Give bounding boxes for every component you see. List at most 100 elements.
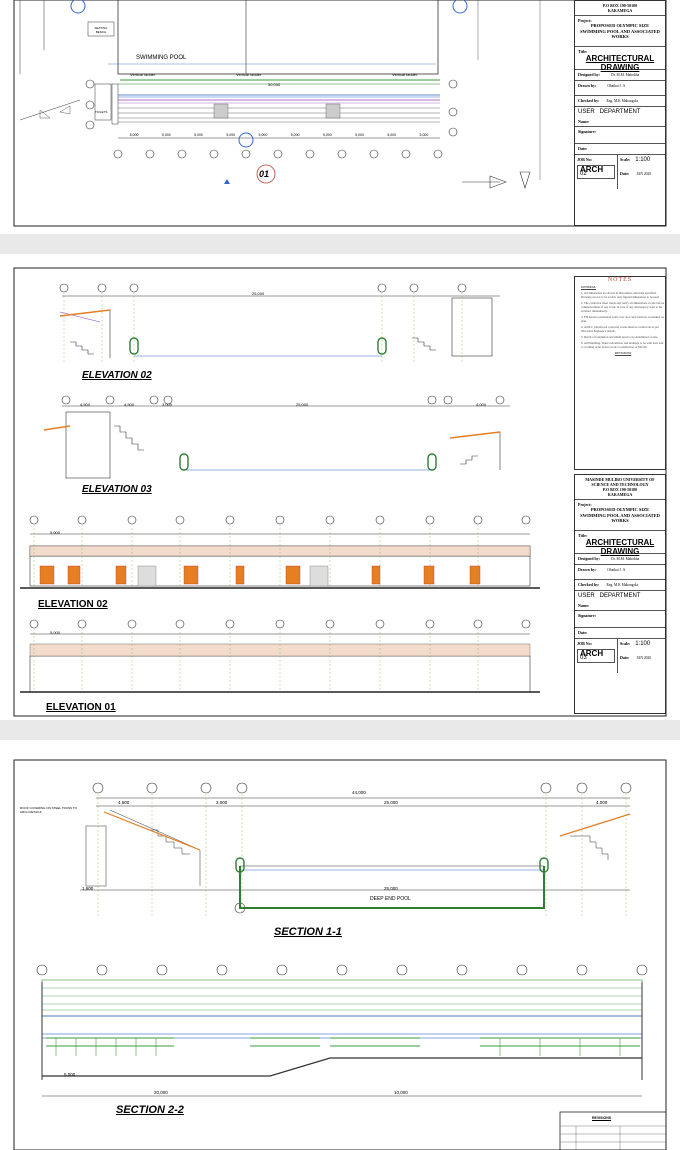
ladder-label-2: Vertical ladder	[236, 72, 262, 77]
scale-value: 1:100	[635, 157, 651, 163]
department-label: DEPARTMENT	[599, 109, 641, 115]
date-field-label: Date:	[620, 171, 630, 176]
room-label-seating: SEATING BENCH	[94, 26, 108, 34]
dim-4500-b: 4,500	[124, 402, 135, 407]
drawing-title: ARCHITECTURAL DRAWING	[585, 538, 655, 556]
project-name: PROPOSED OLYMPIC SIZE SWIMMING POOL AND …	[580, 23, 660, 39]
user-label: USER	[578, 109, 595, 115]
dim-3000: 3,000	[162, 402, 173, 407]
dim-1600: 1,600	[82, 886, 94, 891]
notes-block: NOTES GENERAL 1. All dimensions are show…	[574, 276, 666, 470]
scale-label: Scale:	[620, 641, 631, 646]
notes-subtitle: GENERAL	[581, 285, 596, 289]
designed-by: Dr. M.M. Makokha	[611, 73, 640, 77]
sheet-code: ARCH	[580, 165, 604, 174]
designed-by-label: Designed by:	[578, 556, 601, 561]
dim-4500-top: 4,500	[118, 800, 130, 805]
revisions-title: REVISIONS	[592, 1116, 612, 1120]
drawing-sheet-2: 25,000 25,000 4,500 4,500 3,000 4,000 5,…	[0, 254, 680, 720]
dim-25000-a: 25,000	[252, 291, 265, 296]
pool-label: SWIMMING POOL	[136, 55, 187, 61]
sections-drawing	[13, 759, 667, 1150]
elevation-label-02: ELEVATION 02	[38, 599, 108, 610]
scale-value: 1:100	[635, 641, 651, 647]
project-label: Project:	[578, 502, 592, 507]
deep-end-label: DEEP END POOL	[370, 896, 411, 902]
title-block-sheet-1: P.O BOX 190-50100 KAKAMEGA Project: PROP…	[574, 0, 666, 226]
dim-4: 5,000	[226, 133, 236, 137]
scale-label: Scale:	[620, 157, 631, 162]
date-field-label: Date:	[620, 655, 630, 660]
room-label-toilets: TOILETS	[95, 110, 108, 114]
dim-1: 5,000	[129, 133, 139, 137]
title-label: Title:	[578, 533, 588, 538]
project-name: PROPOSED OLYMPIC SIZE SWIMMING POOL AND …	[580, 507, 660, 523]
date-label: Date:	[578, 630, 588, 635]
dim-3000-top: 3,000	[216, 800, 228, 805]
ladder-label-3: Vertical ladder	[392, 72, 418, 77]
dim-5000: 5,000	[64, 1072, 76, 1077]
dim-4000: 4,000	[476, 402, 487, 407]
dimension-50000: 50,000	[268, 82, 281, 87]
dim-25000-b: 25,000	[296, 402, 309, 407]
dim-5: 5,000	[258, 133, 268, 137]
name-label: Name:	[578, 119, 590, 124]
dim-6: 5,000	[290, 133, 300, 137]
address: P.O BOX 190-50100	[602, 487, 638, 492]
note-2: 2. The contractor must check and verify …	[581, 301, 665, 313]
roof-note: ROOF COVERING ON STEEL TRUSS TO ARCH DET…	[20, 806, 77, 814]
department-label: DEPARTMENT	[599, 593, 641, 599]
dimension-row: 5,000 5,000 5,000 5,000 5,000 5,000 5,00…	[118, 133, 440, 137]
signature-label: Signature:	[578, 129, 596, 134]
drawn-by-label: Drawn by:	[578, 567, 597, 572]
sheet-number: 02	[580, 171, 587, 177]
section-label-1-1: SECTION 1-1	[274, 926, 342, 938]
drawing-sheet-3: 44,000 25,000 25,000 4,500 3,000 4,000 1…	[0, 740, 680, 1150]
dim-10: 5,000	[419, 133, 429, 137]
dim-20000: 20,000	[154, 1090, 168, 1095]
title-label: Title:	[578, 49, 588, 54]
section-label-2-2: SECTION 2-2	[116, 1104, 184, 1116]
sheet-number: 03	[580, 655, 587, 661]
note-1: 1. All dimensions are shown in mm unless…	[581, 291, 660, 299]
note-4: 4. All R.C (reinforced concrete) works m…	[581, 325, 659, 333]
sheet-code: ARCH	[580, 649, 604, 658]
date-label: Date:	[578, 146, 588, 151]
checked-by-label: Checked by:	[578, 582, 600, 587]
drawn-by-label: Drawn by:	[578, 83, 597, 88]
elevations-drawing	[13, 267, 667, 717]
section-marker-01: 01	[259, 169, 270, 179]
signature-label: Signature:	[578, 613, 596, 618]
designed-by-label: Designed by:	[578, 72, 601, 77]
dim-4500-a: 4,500	[80, 402, 91, 407]
elevation-label-01: ELEVATION 01	[46, 702, 116, 713]
designed-by: Dr. M.M. Makokha	[611, 557, 640, 561]
dim-44000: 44,000	[352, 790, 366, 795]
revisions-title: REVISIONS	[614, 351, 632, 355]
dim-9: 5,000	[387, 133, 397, 137]
dim-4000-top: 4,000	[596, 800, 608, 805]
date-value: JAN 2020	[636, 656, 652, 660]
dim-25000-bottom: 25,000	[384, 886, 398, 891]
note-6: 6. All Plumbing, Water reticulation and …	[581, 341, 664, 349]
drawn-by: Obaikai J. A	[607, 84, 626, 88]
note-3: 3. FH denotes permanent vents over door …	[581, 315, 664, 323]
city: KAKAMEGA	[607, 8, 633, 13]
job-no-label: JOB No:	[577, 157, 592, 162]
checked-by-label: Checked by:	[578, 98, 600, 103]
site-plan-drawing	[13, 0, 667, 227]
notes-title: NOTES	[607, 277, 633, 283]
dim-10000: 10,000	[394, 1090, 408, 1095]
date-value: JAN 2020	[636, 172, 652, 176]
dim-3: 5,000	[194, 133, 203, 137]
ladder-label-1: Vertical ladder	[130, 72, 156, 77]
elevation-label-02-top: ELEVATION 02	[82, 370, 152, 381]
elevation-label-03: ELEVATION 03	[82, 484, 152, 495]
name-label: Name:	[578, 603, 590, 608]
drawing-sheet-1: SWIMMING POOL Vertical ladder Vertical l…	[0, 0, 680, 234]
drawn-by: Obaikai J. A	[607, 568, 626, 572]
job-no-label: JOB No:	[577, 641, 592, 646]
project-label: Project:	[578, 18, 592, 23]
drawing-title: ARCHITECTURAL DRAWING	[585, 54, 655, 72]
dim-2: 5,000	[161, 133, 171, 137]
